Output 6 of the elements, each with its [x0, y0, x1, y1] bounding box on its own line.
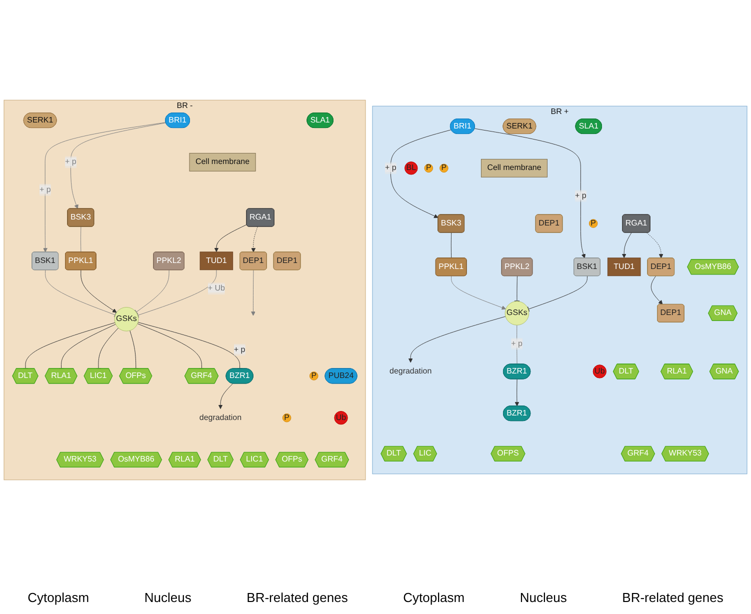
region-label: BR-related genes — [622, 590, 724, 604]
region-label: BR-related genes — [246, 590, 348, 604]
region-label: Nucleus — [520, 590, 567, 604]
region-label: Nucleus — [144, 590, 192, 604]
region-label: Cytoplasm — [403, 590, 465, 604]
region-label: Cytoplasm — [28, 590, 90, 604]
